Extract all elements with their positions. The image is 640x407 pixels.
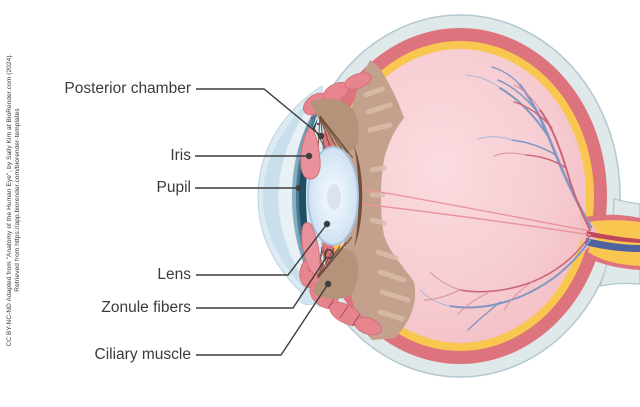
central-retinal-artery xyxy=(586,231,640,243)
leader-posterior-chamber xyxy=(196,88,322,137)
anterior-chamber xyxy=(292,100,322,293)
label-iris: Iris xyxy=(170,147,191,164)
leader-ciliary-muscle xyxy=(196,283,329,356)
leader-zonule-fibers xyxy=(196,257,327,309)
anterior-segment xyxy=(257,72,382,336)
leader-lens xyxy=(196,223,328,276)
hyaloid-canal xyxy=(361,188,592,236)
label-lens: Lens xyxy=(157,266,191,283)
attribution-line-1: CC BY-NC-ND Adapted from "Anatomy of the… xyxy=(6,53,13,347)
zonule-fibers xyxy=(310,98,363,300)
retinal-vessels xyxy=(419,66,593,331)
zonule-ring-marker xyxy=(324,249,334,259)
central-retinal-vein xyxy=(585,238,640,252)
label-posterior-chamber: Posterior chamber xyxy=(64,80,191,97)
lens xyxy=(307,146,359,246)
optic-nerve-fibers xyxy=(588,220,640,266)
label-pupil: Pupil xyxy=(156,179,191,196)
label-ciliary-muscle: Ciliary muscle xyxy=(94,346,191,363)
label-zonule-fibers: Zonule fibers xyxy=(101,299,191,316)
leader-lines xyxy=(195,88,334,356)
attribution-line-2: Retrieved from https://app.biorender.com… xyxy=(14,108,21,292)
attribution: CC BY-NC-ND Adapted from "Anatomy of the… xyxy=(6,0,22,407)
ora-serrata-region xyxy=(343,60,416,340)
cornea xyxy=(263,90,321,303)
